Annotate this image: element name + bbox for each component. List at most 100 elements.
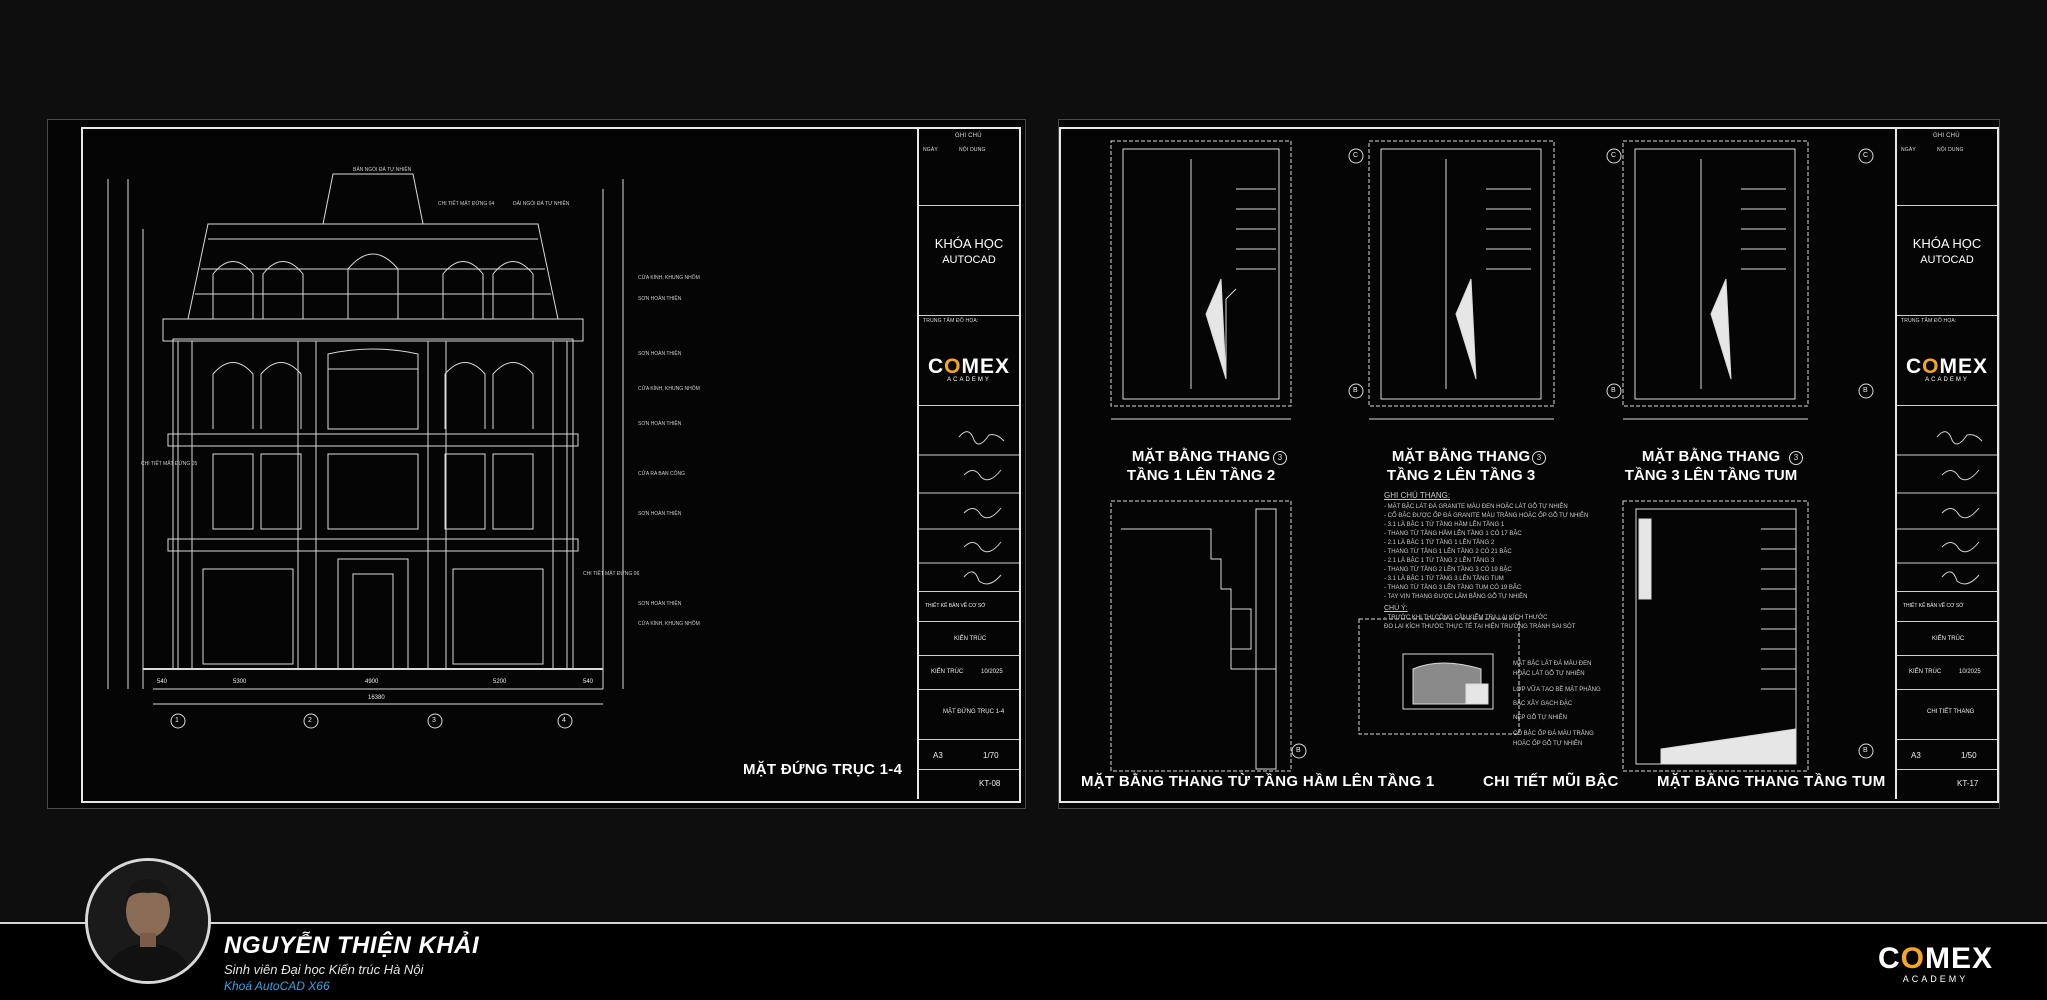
stair-note-line: - 2.1 LÀ BẬC 1 TỪ TẦNG 1 LÊN TẦNG 2 xyxy=(1384,540,1495,546)
stair-plans-drawing xyxy=(1110,140,1874,772)
footer-comex-logo: COMEX xyxy=(1878,942,1994,975)
left-comex-logo: COMEX xyxy=(927,355,1011,378)
right-scale: 1/50 xyxy=(1961,751,1977,760)
annotation-balcony-door: CỬA RA BAN CÔNG xyxy=(638,471,686,477)
axis-label-2: 2 xyxy=(308,717,312,724)
right-paper: A3 xyxy=(1911,751,1921,760)
axis-c-1: C xyxy=(1353,152,1359,159)
left-sheet-frame: 1 2 3 4 540 5300 4900 5200 540 16380 BẢN… xyxy=(81,127,1021,803)
caution-line: - TRƯỚC KHI THI CÔNG CẦN KIỂM TRA LẠI KÍ… xyxy=(1384,615,1548,621)
left-scale: 1/70 xyxy=(983,751,999,760)
plan-title-1: MẶT BẰNG THANG TẦNG 1 LÊN TẦNG 2 xyxy=(1126,448,1276,484)
dim-bottom-5: 540 xyxy=(583,679,594,685)
right-date: 10/2025 xyxy=(1959,669,1981,675)
right-academy-label: ACADEMY xyxy=(1925,377,1969,383)
footer-band xyxy=(0,922,2047,1000)
detail-label-2: HOẶC LÁT GỖ TỰ NHIÊN xyxy=(1513,671,1585,677)
left-drawing-title: MẶT ĐỨNG TRỤC 1-4 xyxy=(743,761,903,778)
axis-b-5: B xyxy=(1863,747,1868,754)
stair-note-line: - 3.1 LÀ BẬC 1 TỪ TẦNG 3 LÊN TẦNG TUM xyxy=(1384,576,1504,582)
left-center-label: TRUNG TÂM ĐỒ HỌA: xyxy=(923,318,979,324)
signature-icon xyxy=(1897,431,1997,585)
left-notes-col-date: NGÀY xyxy=(923,147,938,153)
stair-notes-title: GHI CHÚ THANG: xyxy=(1384,491,1451,500)
caution-title: CHÚ Ý: xyxy=(1384,605,1408,612)
left-date: 10/2025 xyxy=(981,669,1003,675)
left-notes-col-content: NỘI DUNG xyxy=(959,147,986,153)
axis-b-4: B xyxy=(1296,747,1301,754)
annotation-glass-1: CỬA KÍNH, KHUNG NHÔM xyxy=(638,275,700,281)
right-notes-section: GHI CHÚ NGÀY NỘI DUNG xyxy=(1897,129,1997,206)
elevation-drawing xyxy=(107,173,624,729)
stair-note-line: - THANG TỪ TẦNG 3 LÊN TẦNG TUM CÓ 19 BẬC xyxy=(1384,585,1522,591)
annotation-detail-05: CHI TIẾT MẶT ĐỨNG 05 xyxy=(141,461,198,467)
left-signature-section xyxy=(919,405,1019,592)
annotation-glass-3: CỬA KÍNH, KHUNG NHÔM xyxy=(638,621,700,627)
detail-label-1: MẶT BẬC LÁT ĐÁ MÀU ĐEN xyxy=(1513,661,1592,667)
axis-label-4: 4 xyxy=(562,717,566,724)
right-notes-header: GHI CHÚ xyxy=(1933,133,1960,139)
right-date-section: KIẾN TRÚC 10/2025 xyxy=(1897,655,1997,690)
student-school: Sinh viên Đại học Kiến trúc Hà Nội xyxy=(224,962,424,977)
plan-title-2: MẶT BẰNG THANG TẦNG 2 LÊN TẦNG 3 xyxy=(1386,448,1536,484)
right-course-line2: AUTOCAD xyxy=(1920,254,1974,266)
footer-divider xyxy=(0,922,2047,924)
annotation-glass-2: CỬA KÍNH, KHUNG NHÔM xyxy=(638,386,700,392)
left-logo-section: TRUNG TÂM ĐỒ HỌA: COMEX ACADEMY xyxy=(919,315,1019,406)
right-course-section: KHÓA HỌC AUTOCAD xyxy=(1897,205,1997,316)
right-sheet-name: CHI TIẾT THANG xyxy=(1927,709,1975,715)
signature-icon xyxy=(919,431,1019,585)
annotation-roof-stone: BẢN NGÓI ĐÁ TỰ NHIÊN xyxy=(353,167,412,173)
left-scale-section: A3 1/70 xyxy=(919,739,1019,770)
left-paper: A3 xyxy=(933,751,943,760)
axis-b-3: B xyxy=(1863,387,1868,394)
stair-note-line: - 2.1 LÀ BẬC 1 TỪ TẦNG 2 LÊN TẦNG 3 xyxy=(1384,558,1495,564)
right-project-name: THIẾT KẾ BẢN VẼ CƠ SỞ xyxy=(1903,603,1964,609)
bottom-title-nosing: CHI TIẾT MŨI BẬC xyxy=(1483,773,1619,790)
stair-note-line: - 3.1 LÀ BẬC 1 TỪ TẦNG HẦM LÊN TẦNG 1 xyxy=(1384,522,1505,528)
left-sheet-no: KT-08 xyxy=(979,779,1001,788)
right-comex-logo: COMEX xyxy=(1905,355,1989,378)
left-course-line1: KHÓA HỌC xyxy=(934,236,1004,251)
plan-number-3: 3 xyxy=(1789,451,1803,465)
right-scale-section: A3 1/50 xyxy=(1897,739,1997,770)
left-drawing-sheet[interactable]: 1 2 3 4 540 5300 4900 5200 540 16380 BẢN… xyxy=(47,119,1026,809)
right-notes-col-content: NỘI DUNG xyxy=(1937,147,1964,153)
student-avatar xyxy=(85,858,211,984)
stair-note-line: - CỔ BẬC ĐƯỢC ỐP ĐÁ GRANITE MÀU TRẮNG HO… xyxy=(1384,513,1589,519)
right-project-section: THIẾT KẾ BẢN VẼ CƠ SỞ xyxy=(1897,591,1997,622)
left-sheet-name: MẶT ĐỨNG TRỤC 1-4 xyxy=(943,709,1005,715)
annotation-stone-strip: DẢI NGÓI ĐÁ TỰ NHIÊN xyxy=(513,201,570,207)
plan-number-2: 3 xyxy=(1532,451,1546,465)
left-date-section: KIẾN TRÚC 10/2025 xyxy=(919,655,1019,690)
left-sheetno-section: KT-08 xyxy=(919,769,1019,799)
caution-line: ĐO LẠI KÍCH THƯỚC THỰC TẾ TẠI HIỆN TRƯỜN… xyxy=(1384,624,1576,630)
stair-note-line: - THANG TỪ TẦNG 1 LÊN TẦNG 2 CÓ 21 BẬC xyxy=(1384,549,1512,555)
stair-note-line: - THANG TỪ TẦNG 2 LÊN TẦNG 3 CÓ 19 BẬC xyxy=(1384,567,1512,573)
right-drawing-sheet[interactable]: C B C B C B B B MẶT BẰNG THANG TẦNG 1 LÊ… xyxy=(1058,119,2000,809)
dim-bottom-3: 4900 xyxy=(365,679,379,685)
left-course-line2: AUTOCAD xyxy=(942,254,996,266)
left-course-section: KHÓA HỌC AUTOCAD xyxy=(919,205,1019,316)
annotation-paint-5: SƠN HOÀN THIỆN xyxy=(638,601,682,607)
footer-brand-logo: COMEX ACADEMY xyxy=(1878,942,1994,985)
annotation-paint-1: SƠN HOÀN THIỆN xyxy=(638,296,682,302)
stair-note-line: - TAY VỊN THANG ĐƯỢC LÀM BẰNG GỖ TỰ NHIÊ… xyxy=(1384,594,1528,600)
right-discipline-2: KIẾN TRÚC xyxy=(1909,669,1942,675)
right-center-label: TRUNG TÂM ĐỒ HỌA: xyxy=(1901,318,1957,324)
right-discipline: KIẾN TRÚC xyxy=(1932,636,1965,642)
left-notes-section: GHI CHÚ NGÀY NỘI DUNG xyxy=(919,129,1019,206)
axis-b-2: B xyxy=(1611,387,1616,394)
axis-c-3: C xyxy=(1863,152,1869,159)
left-project-name: THIẾT KẾ BẢN VẼ CƠ SỞ xyxy=(925,603,986,609)
right-sheet-frame: C B C B C B B B MẶT BẰNG THANG TẦNG 1 LÊ… xyxy=(1059,127,1999,803)
detail-label-5: NẸP GỖ TỰ NHIÊN xyxy=(1513,715,1567,721)
bottom-title-roof: MẶT BẰNG THANG TẦNG TUM xyxy=(1657,773,1886,790)
student-name: NGUYỄN THIỆN KHẢI xyxy=(224,932,480,959)
axis-label-1: 1 xyxy=(175,717,179,724)
axis-b-1: B xyxy=(1353,387,1358,394)
footer-academy-label: ACADEMY xyxy=(1902,974,1969,984)
detail-label-6: CỔ BẬC ỐP ĐÁ MÀU TRẮNG xyxy=(1513,731,1594,737)
annotation-detail-06: CHI TIẾT MẶT ĐỨNG 06 xyxy=(583,571,640,577)
stair-note-line: - THANG TỪ TẦNG HẦM LÊN TẦNG 1 CÓ 17 BẬC xyxy=(1384,531,1522,537)
